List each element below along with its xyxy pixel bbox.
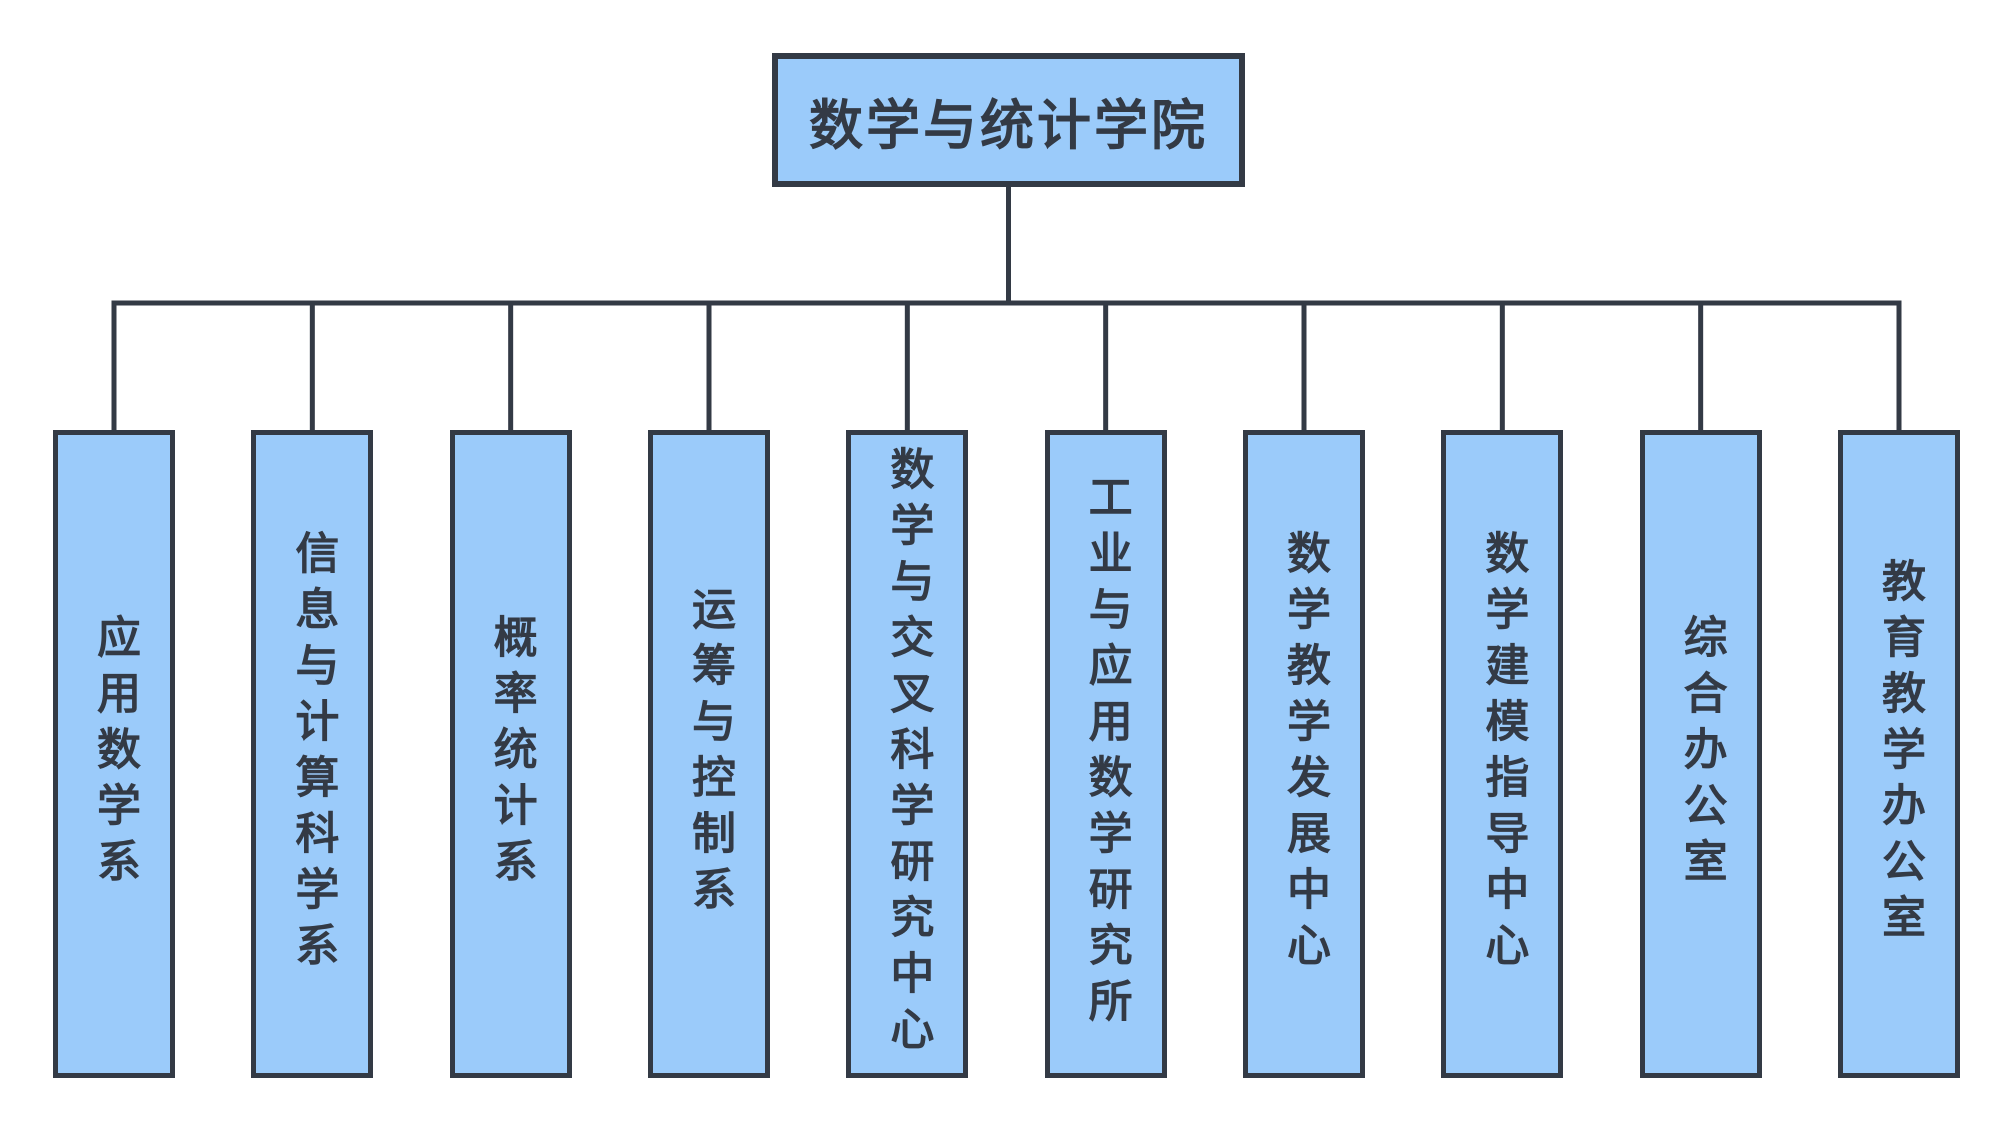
org-child-node: 应用数学系 bbox=[53, 430, 175, 1078]
org-child-node: 概率统计系 bbox=[449, 430, 572, 1078]
org-child-node: 教育教学办公室 bbox=[1838, 430, 1960, 1078]
org-child-node: 工业与应用数学研究所 bbox=[1044, 430, 1167, 1078]
org-child-node: 运筹与控制系 bbox=[648, 430, 770, 1078]
org-child-label: 综合办公室 bbox=[1676, 614, 1726, 894]
org-child-node: 数学教学发展中心 bbox=[1243, 430, 1365, 1078]
org-child-node: 信息与计算科学系 bbox=[251, 430, 374, 1078]
org-child-label: 工业与应用数学研究所 bbox=[1081, 474, 1131, 1034]
org-child-label: 应用数学系 bbox=[90, 614, 139, 894]
org-child-node: 综合办公室 bbox=[1639, 430, 1762, 1078]
org-child-label: 信息与计算科学系 bbox=[288, 530, 338, 978]
org-child-label: 数学建模指导中心 bbox=[1478, 530, 1528, 978]
org-child-node: 数学建模指导中心 bbox=[1441, 430, 1564, 1078]
org-root-node: 数学与统计学院 bbox=[772, 53, 1245, 187]
org-child-label: 数学教学发展中心 bbox=[1280, 530, 1329, 978]
org-child-label: 教育教学办公室 bbox=[1875, 558, 1924, 950]
org-child-label: 数学与交叉科学研究中心 bbox=[883, 446, 933, 1062]
org-child-label: 概率统计系 bbox=[486, 614, 536, 894]
org-child-node: 数学与交叉科学研究中心 bbox=[846, 430, 969, 1078]
org-child-label: 运筹与控制系 bbox=[685, 586, 734, 922]
org-root-label: 数学与统计学院 bbox=[809, 95, 1208, 156]
